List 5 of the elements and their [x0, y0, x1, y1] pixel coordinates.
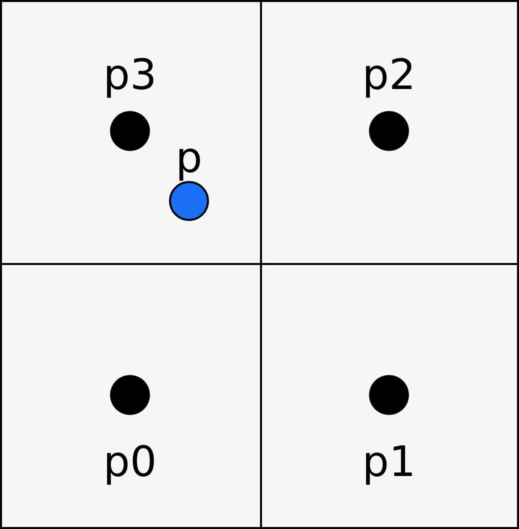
point-label: p2: [362, 54, 416, 96]
point-label: p0: [103, 441, 157, 483]
point-label: p1: [362, 441, 416, 483]
point-label: p: [176, 137, 202, 179]
point-label: p3: [103, 54, 157, 96]
